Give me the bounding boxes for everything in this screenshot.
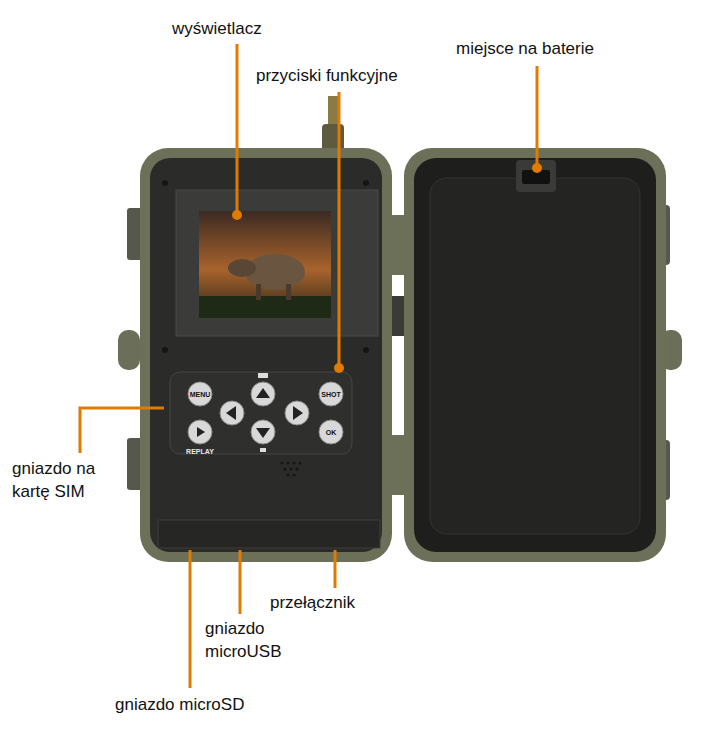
leader-dots	[232, 163, 542, 373]
antenna	[322, 96, 344, 154]
hinges	[390, 215, 406, 495]
camera-housing	[140, 148, 392, 562]
housing-inner	[150, 158, 382, 552]
part-label: wyświetlacz	[172, 18, 262, 41]
lid-inner	[414, 158, 656, 552]
speaker	[281, 462, 302, 477]
part-label: przełącznik	[270, 592, 355, 615]
button-panel	[170, 372, 352, 454]
part-label: gniazdo microUSB	[205, 618, 305, 664]
screen-frame	[176, 190, 378, 336]
battery-latch	[516, 160, 556, 192]
leader-lines	[80, 44, 537, 688]
body-clips	[118, 208, 143, 490]
port-cover	[158, 520, 380, 548]
part-label: przyciski funkcyjne	[256, 65, 398, 88]
button-label: MENU	[190, 391, 211, 398]
button-label: REPLAY	[186, 448, 214, 455]
button-arrows	[197, 373, 303, 452]
button-label: OK	[326, 429, 337, 436]
part-label: miejsce na baterie	[456, 38, 594, 61]
battery-lid	[404, 148, 666, 562]
screen-image	[199, 211, 331, 318]
buttons	[188, 382, 343, 444]
button-label: SHOT	[321, 391, 340, 398]
part-label: gniazdo na kartę SIM	[12, 458, 112, 504]
part-label: gniazdo microSD	[115, 694, 244, 717]
lid-recess	[430, 178, 640, 534]
